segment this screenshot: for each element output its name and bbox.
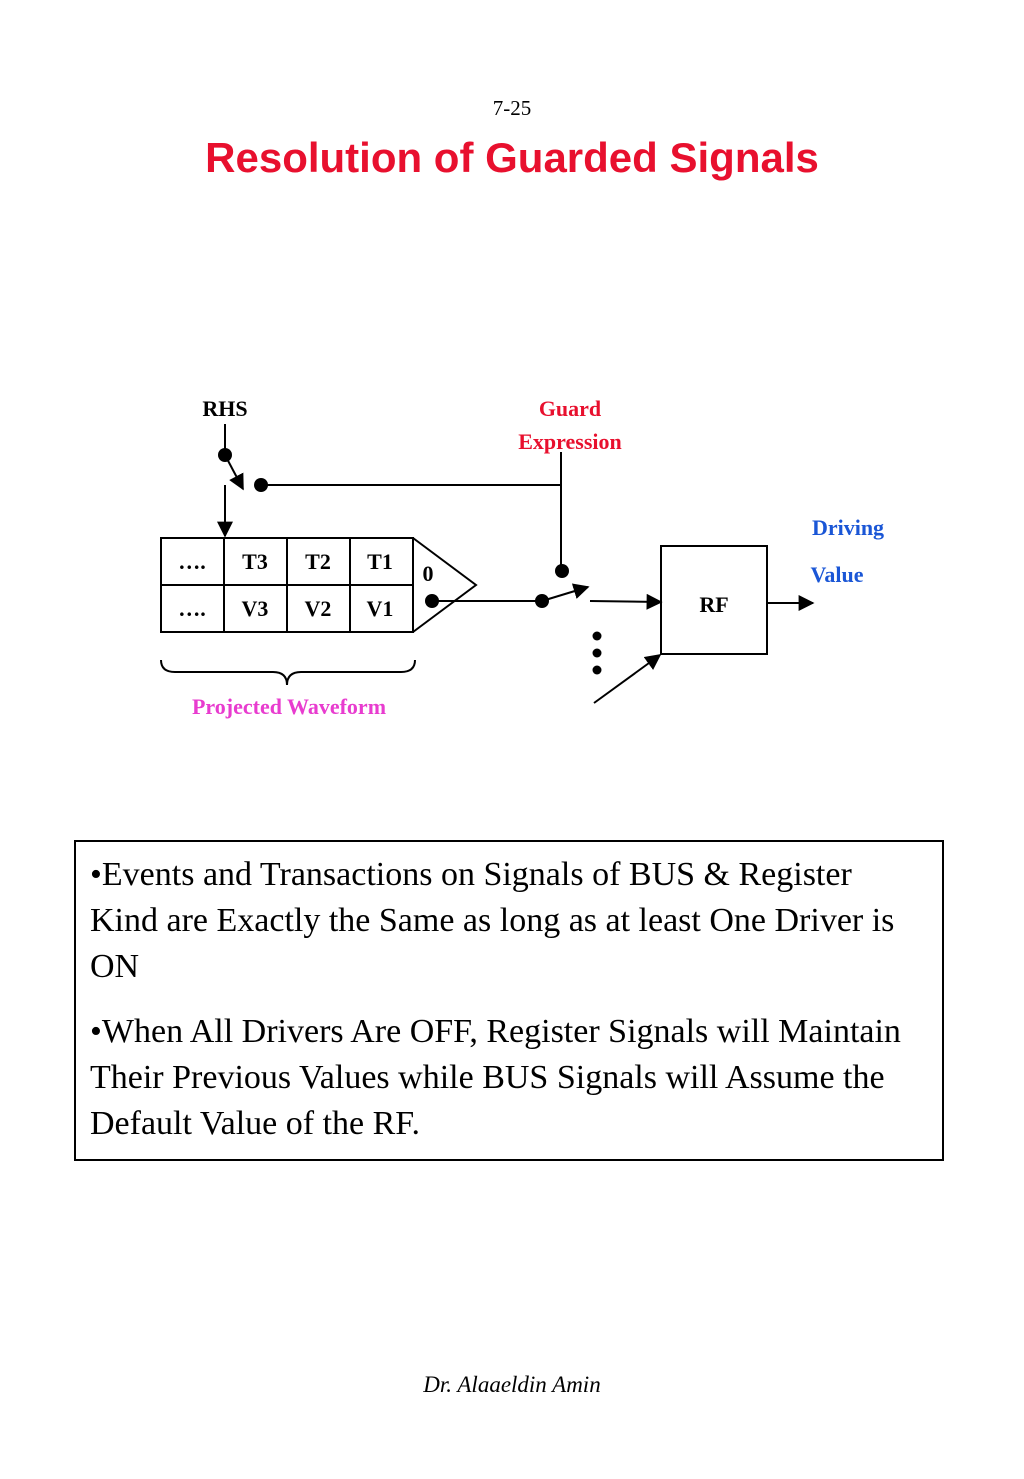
notes-box: •Events and Transactions on Signals of B…	[74, 840, 944, 1161]
projected-waveform-label: Projected Waveform	[192, 694, 386, 719]
guard-switch-blade	[541, 583, 590, 602]
footer-author: Dr. Alaaeldin Amin	[423, 1372, 601, 1397]
waveform-table	[160, 537, 478, 633]
driving-label: Driving	[812, 515, 884, 540]
note-drivers-off: •When All Drivers Are OFF, Register Sign…	[90, 1013, 901, 1142]
more-drivers-dot	[592, 665, 602, 675]
waveform-brace	[160, 659, 416, 686]
rhs-label: RHS	[202, 396, 247, 421]
time-cell: T3	[242, 549, 268, 574]
page-number: 7-25	[492, 96, 532, 120]
resolution-function-box	[660, 545, 768, 655]
rf-label: RF	[699, 592, 728, 617]
time-cell: T1	[367, 549, 393, 574]
more-drivers-dot	[592, 648, 602, 658]
page-title: Resolution of Guarded Signals	[205, 134, 819, 181]
driver-to-rf-arrow	[589, 593, 663, 610]
guard-switch-contact	[555, 564, 569, 578]
value-cell: V2	[305, 596, 332, 621]
current-time-marker: 0	[423, 561, 434, 586]
guard-label: Guard	[539, 396, 601, 421]
more-drivers-dot	[592, 631, 602, 641]
value-cell: ….	[178, 596, 206, 621]
value-cell: V3	[242, 596, 269, 621]
value-cell: V1	[367, 596, 394, 621]
other-driver-arrow	[593, 654, 662, 704]
time-cell: T2	[305, 549, 331, 574]
time-cell: ….	[178, 549, 206, 574]
note-events-transactions: •Events and Transactions on Signals of B…	[90, 856, 895, 985]
guard-label-expression: Expression	[518, 429, 622, 454]
driving-value-label: Value	[811, 562, 864, 587]
rhs-switch-blade	[224, 454, 244, 491]
driver-diagram: RHS Guard Expression Driving Value …. T3…	[160, 396, 884, 719]
